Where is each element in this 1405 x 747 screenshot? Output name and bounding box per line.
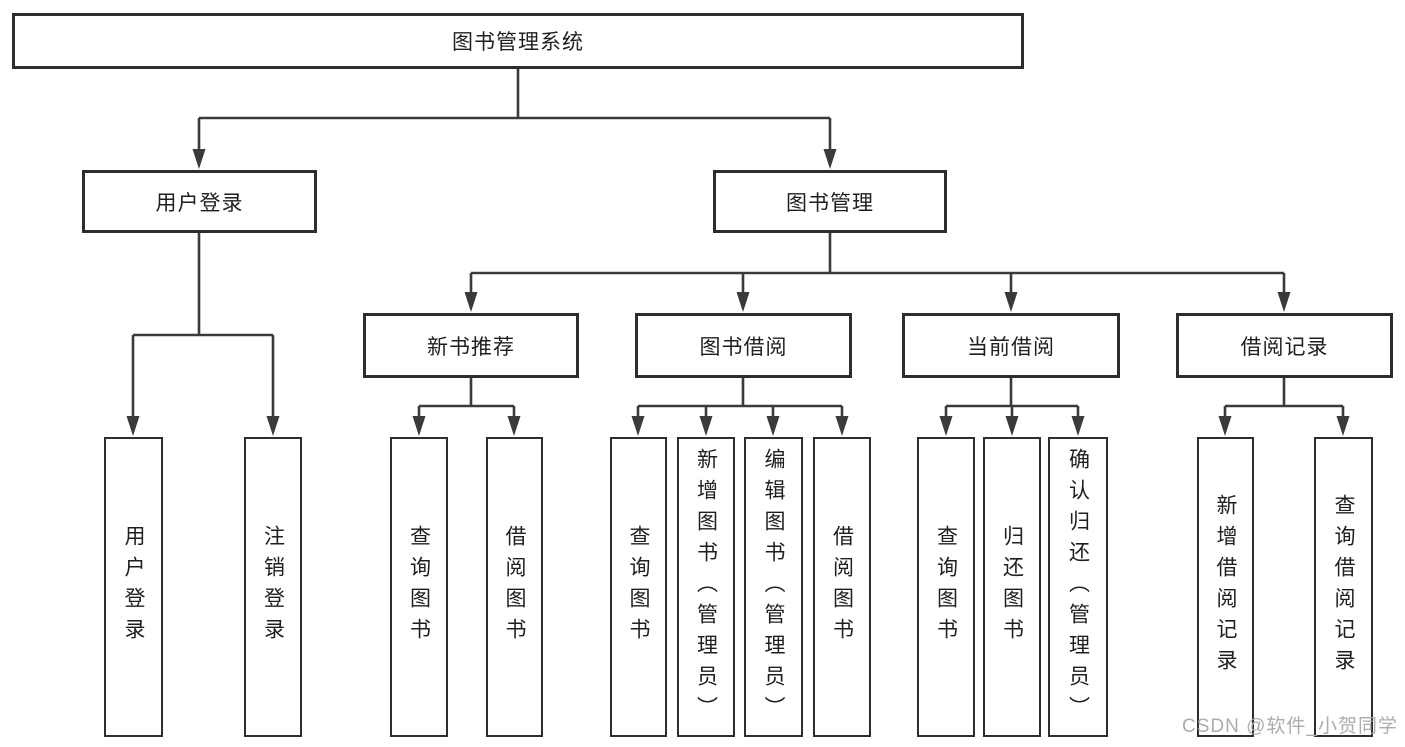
- leaf-label: 查询图书: [407, 525, 431, 649]
- leaf-br-query-borrow-record: 查询借阅记录: [1314, 437, 1373, 737]
- leaf-bb-query-books: 查询图书: [610, 437, 667, 737]
- node-book-borrow: 图书借阅: [635, 313, 852, 378]
- leaf-label: 编辑图书（管理员）: [762, 447, 785, 727]
- node-borrow-records: 借阅记录: [1176, 313, 1393, 378]
- leaf-label: 新增图书（管理员）: [694, 447, 718, 727]
- leaf-cb-confirm-return-admin: 确认归还（管理员）: [1048, 437, 1108, 737]
- leaf-label: 归还图书: [1000, 525, 1024, 649]
- node-label: 当前借阅: [967, 335, 1055, 359]
- leaf-label: 查询图书: [627, 525, 650, 649]
- leaf-user-login: 用户登录: [104, 437, 163, 737]
- leaf-label: 查询图书: [934, 525, 958, 649]
- leaf-nbr-query-books: 查询图书: [390, 437, 448, 737]
- node-new-book-recommend: 新书推荐: [363, 313, 579, 378]
- node-label: 图书借阅: [699, 335, 788, 359]
- leaf-label: 用户登录: [122, 525, 145, 649]
- leaf-br-add-borrow-record: 新增借阅记录: [1197, 437, 1254, 737]
- node-label: 用户登录: [155, 191, 244, 215]
- leaf-label: 借阅图书: [830, 525, 854, 649]
- leaf-label: 注销登录: [261, 525, 285, 649]
- leaf-cb-return-books: 归还图书: [983, 437, 1041, 737]
- node-label: 借阅记录: [1240, 335, 1329, 359]
- node-label: 新书推荐: [427, 335, 515, 359]
- node-book-management: 图书管理: [713, 170, 947, 233]
- node-label: 图书管理: [786, 191, 874, 215]
- leaf-label: 借阅图书: [503, 525, 526, 649]
- node-label: 图书管理系统: [452, 31, 584, 54]
- leaf-bb-add-books-admin: 新增图书（管理员）: [677, 437, 735, 737]
- leaf-label: 查询借阅记录: [1332, 494, 1355, 680]
- leaf-cb-query-books: 查询图书: [917, 437, 975, 737]
- csdn-watermark: CSDN @软件_小贺同学: [1182, 716, 1398, 737]
- leaf-label: 确认归还（管理员）: [1066, 447, 1090, 727]
- node-user-login: 用户登录: [82, 170, 317, 233]
- leaf-label: 新增借阅记录: [1214, 494, 1237, 680]
- node-current-borrow: 当前借阅: [902, 313, 1120, 378]
- leaf-nbr-borrow-books: 借阅图书: [486, 437, 543, 737]
- leaf-logout-login: 注销登录: [244, 437, 302, 737]
- node-library-management-system: 图书管理系统: [12, 13, 1024, 69]
- leaf-bb-borrow-books: 借阅图书: [813, 437, 871, 737]
- leaf-bb-edit-books-admin: 编辑图书（管理员）: [744, 437, 803, 737]
